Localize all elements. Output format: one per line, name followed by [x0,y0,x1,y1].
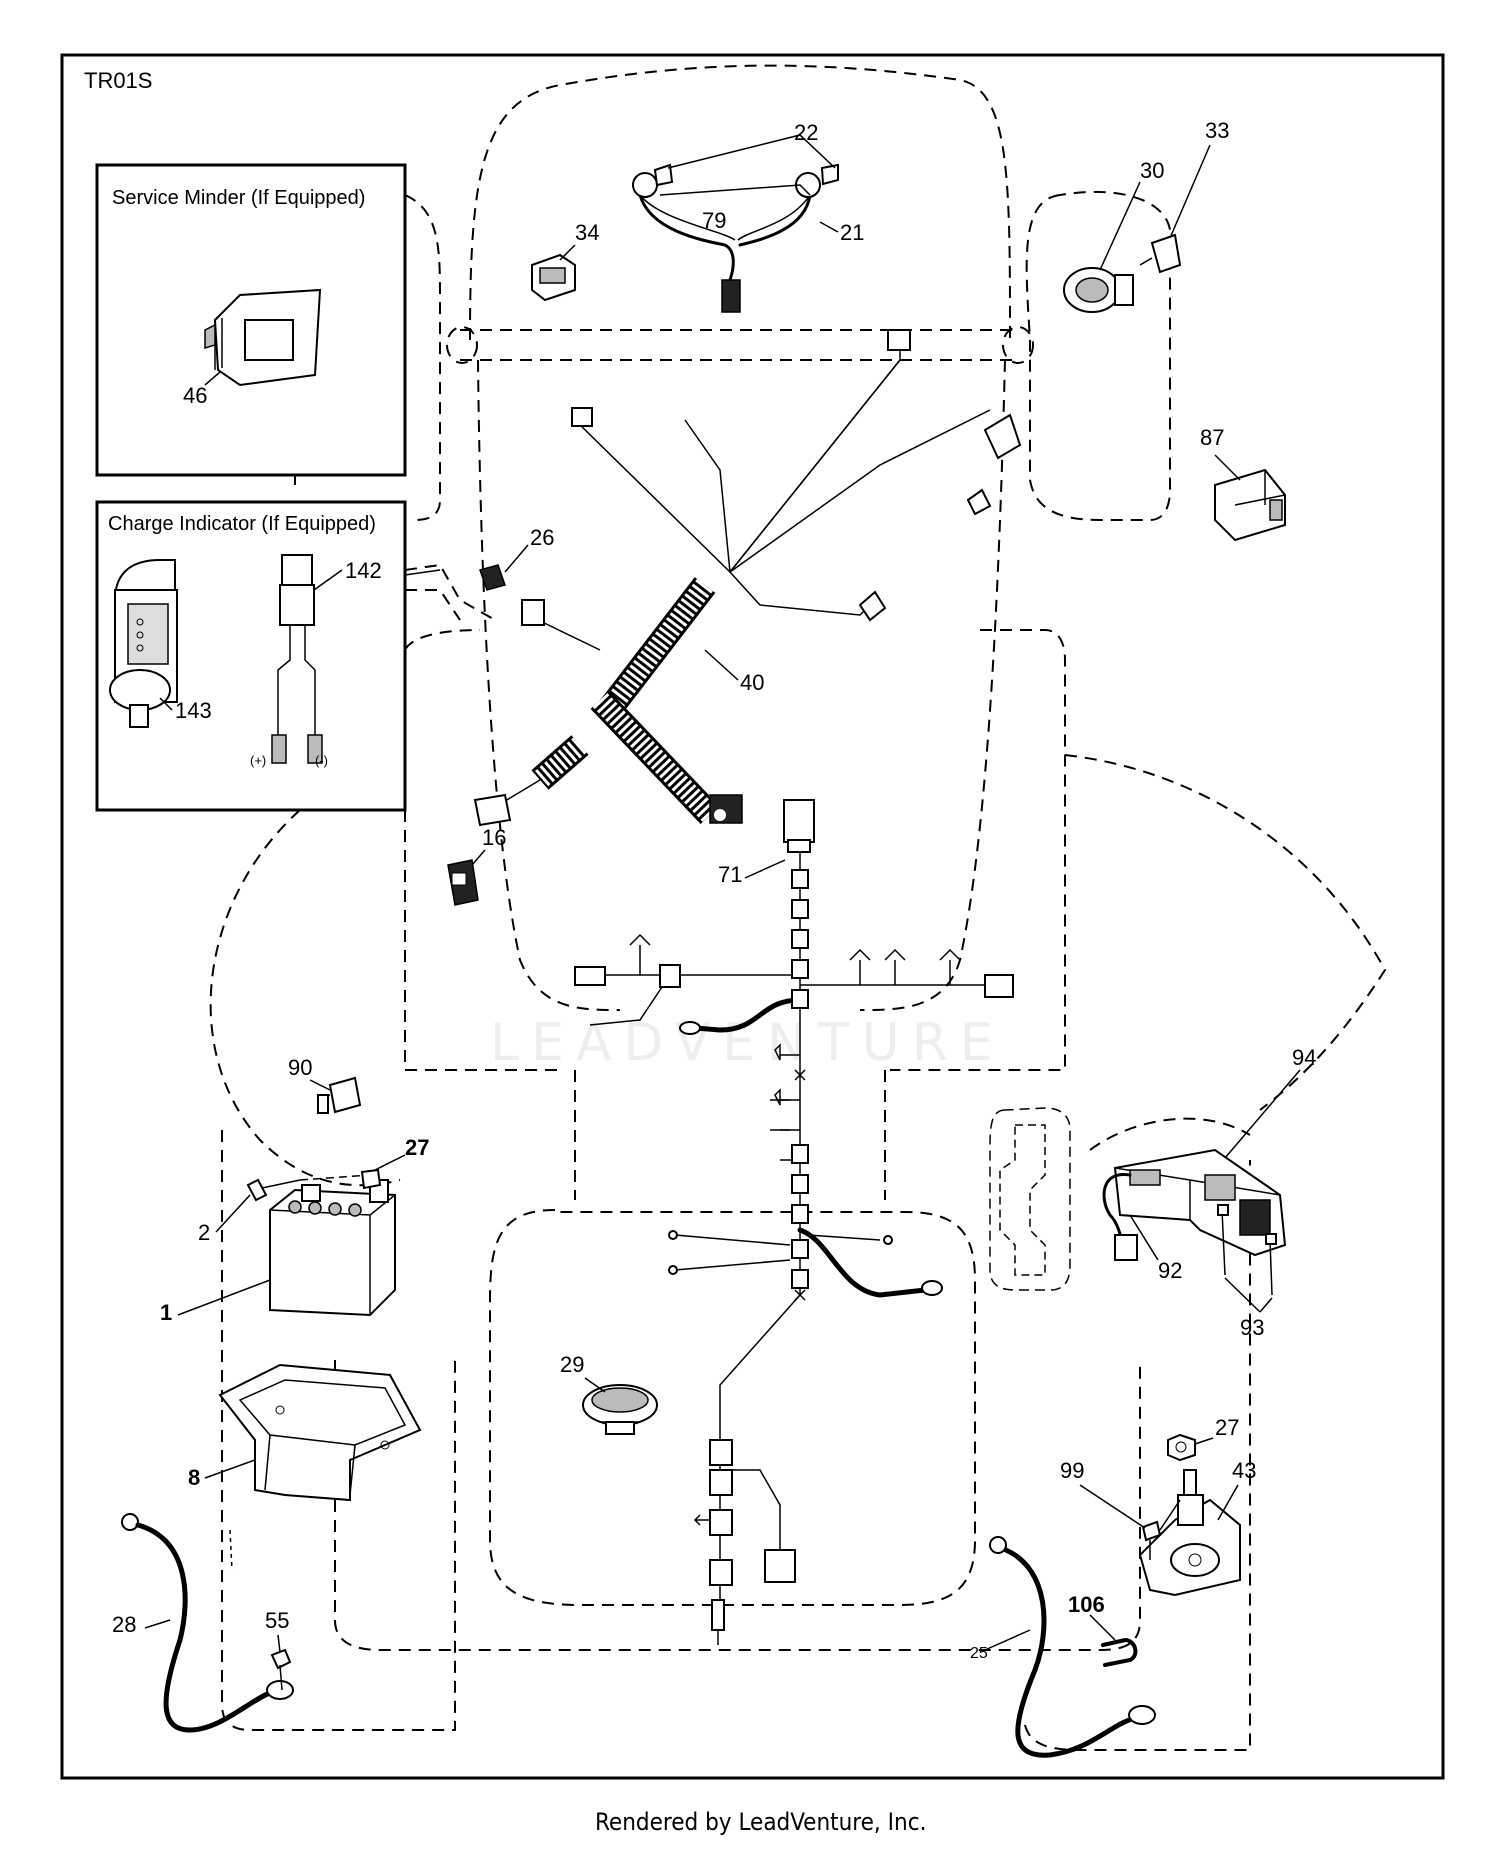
callout-92: 92 [1158,1258,1182,1283]
callout-29: 29 [560,1352,584,1377]
callout-40: 40 [740,670,764,695]
callout-26: 26 [530,525,554,550]
service-minder-inset: Service Minder (If Equipped) 46 [95,163,407,477]
callout-27-battery: 27 [405,1135,429,1160]
callout-8: 8 [188,1465,200,1490]
part-26-fuse [479,564,506,591]
callout-94: 94 [1292,1045,1316,1070]
callout-99: 99 [1060,1458,1084,1483]
part-90-connector [317,1076,362,1114]
part-93-screws [1217,1204,1277,1296]
callout-90: 90 [288,1055,312,1080]
callout-55: 55 [265,1608,289,1633]
part-106-wire-clip [1101,1637,1138,1667]
callout-2: 2 [198,1220,210,1245]
callout-142: 142 [345,558,382,583]
callout-106: 106 [1068,1592,1105,1617]
callout-16: 16 [482,825,506,850]
callout-30: 30 [1140,158,1164,183]
charge-indicator-title: Charge Indicator (If Equipped) [108,513,376,535]
part-25-ground-cable [989,1536,1156,1758]
part-1-battery [269,1179,396,1317]
terminal-plus-label: (+) [250,753,266,768]
part-43-starter-solenoid [1138,1469,1241,1597]
callout-27-solenoid: 27 [1215,1415,1239,1440]
callout-21: 21 [840,220,864,245]
callout-79: 79 [702,208,726,233]
callout-93: 93 [1240,1315,1264,1340]
part-33-ignition-key [1139,233,1182,274]
callout-143: 143 [175,698,212,723]
part-99-bolt [1141,1520,1162,1560]
callout-43: 43 [1232,1458,1256,1483]
callout-25: 25 [970,1645,988,1662]
terminal-minus-label: (-) [315,753,328,768]
part-34-switch [531,253,576,302]
lower-harness [668,1069,943,1645]
tractor-outline [209,64,1387,1751]
watermark: LEADVENTURE [490,1013,1005,1073]
callout-1: 1 [160,1300,172,1325]
part-27-solenoid-nut [1167,1433,1196,1462]
diagram-code: TR01S [84,68,152,93]
callout-34: 34 [575,220,599,245]
footer-credit: Rendered by LeadVenture, Inc. [595,1808,926,1836]
service-minder-title: Service Minder (If Equipped) [112,187,365,209]
part-27-battery-nut [360,1168,382,1190]
callout-33: 33 [1205,118,1229,143]
part-46-service-minder-module [204,288,322,387]
part-21-headlight-harness [632,172,821,313]
callout-46: 46 [183,383,207,408]
part-28-battery-cable [121,1513,294,1733]
callout-87: 87 [1200,425,1224,450]
charge-indicator-inset: Charge Indicator (If Equipped) 143 142 (… [95,500,407,812]
part-8-battery-tray [218,1363,422,1502]
part-16-interlock-switch [447,859,479,906]
part-29-indicator-lamp [582,1384,658,1435]
part-30-ignition-switch [1063,267,1134,313]
watermark-text: LEADVENTURE [490,1013,1005,1073]
part-143-charge-indicator-gauge [109,559,178,728]
callout-28: 28 [112,1612,136,1637]
part-94-module [1113,1148,1287,1257]
callout-71: 71 [718,862,742,887]
part-2-battery-bolt [246,1178,301,1202]
part-87-relay [1214,468,1286,542]
callout-22: 22 [794,120,818,145]
part-71-harness [574,799,1014,1161]
part-92-wire-lead [1102,1173,1138,1261]
diagram-frame [60,53,1445,1780]
part-40-main-harness [473,329,1022,827]
part-142-charge-indicator-harness [271,554,323,764]
